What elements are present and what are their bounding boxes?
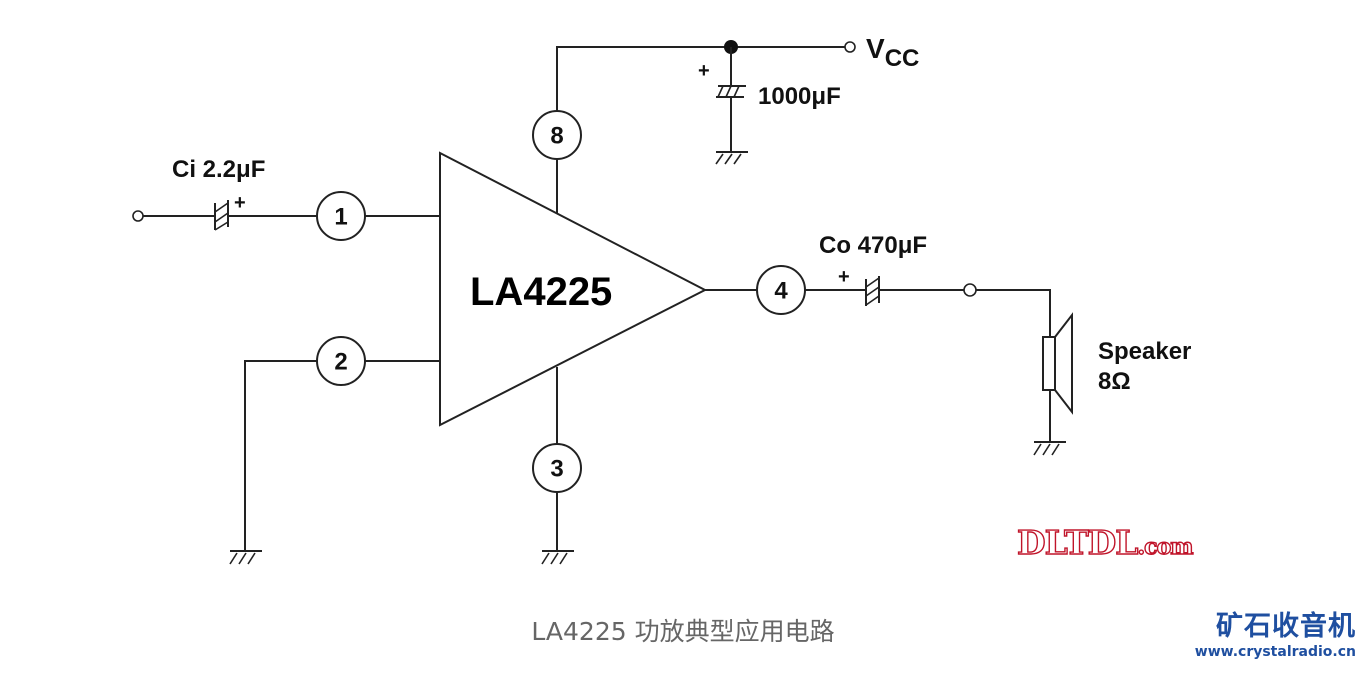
svg-text:3: 3 — [550, 456, 563, 483]
ground-icon — [1033, 441, 1066, 456]
pin-4: 4 — [756, 265, 806, 315]
output-cap-label: Co 470μF — [819, 232, 927, 259]
figure-caption: LA4225 功放典型应用电路 — [531, 617, 835, 646]
amplifier-symbol — [439, 151, 708, 427]
ground-icon — [229, 550, 262, 565]
wire-pin2-ground — [244, 360, 317, 550]
chip-label: LA4225 — [470, 270, 612, 314]
ground-icon — [541, 550, 574, 565]
svg-text:8: 8 — [550, 123, 563, 150]
vcc-label: VCC — [866, 33, 919, 72]
pin-1: 1 — [316, 191, 366, 241]
speaker-impedance: 8Ω — [1098, 368, 1131, 395]
speaker-label: Speaker — [1098, 338, 1191, 365]
output-cap-polarity: + — [838, 266, 850, 288]
speaker-icon — [1042, 312, 1073, 415]
vcc-terminal — [844, 41, 856, 53]
output-capacitor — [865, 276, 880, 306]
output-terminal — [963, 283, 977, 297]
svg-text:1: 1 — [334, 204, 347, 231]
dltdl-watermark: DLTDL.com — [1016, 522, 1194, 562]
input-cap-polarity: + — [234, 192, 246, 214]
supply-cap-polarity: + — [698, 60, 710, 82]
crystalradio-watermark: 矿石收音机 www.crystalradio.cn — [1195, 612, 1356, 662]
pin-3: 3 — [532, 443, 582, 493]
input-terminal — [132, 210, 144, 222]
input-cap-label: Ci 2.2μF — [172, 156, 265, 183]
crystalradio-title: 矿石收音机 — [1216, 611, 1356, 642]
svg-text:4: 4 — [774, 278, 788, 305]
wire-terminal-speaker — [976, 289, 1051, 337]
input-capacitor — [214, 200, 229, 231]
crystalradio-url: www.crystalradio.cn — [1194, 644, 1356, 660]
pin-2: 2 — [316, 336, 366, 386]
pin-8: 8 — [532, 110, 582, 160]
ground-icon — [715, 151, 748, 165]
vcc-rail — [556, 46, 845, 111]
supply-cap-label: 1000μF — [758, 83, 841, 110]
svg-text:2: 2 — [334, 349, 347, 376]
supply-capacitor — [716, 85, 746, 98]
